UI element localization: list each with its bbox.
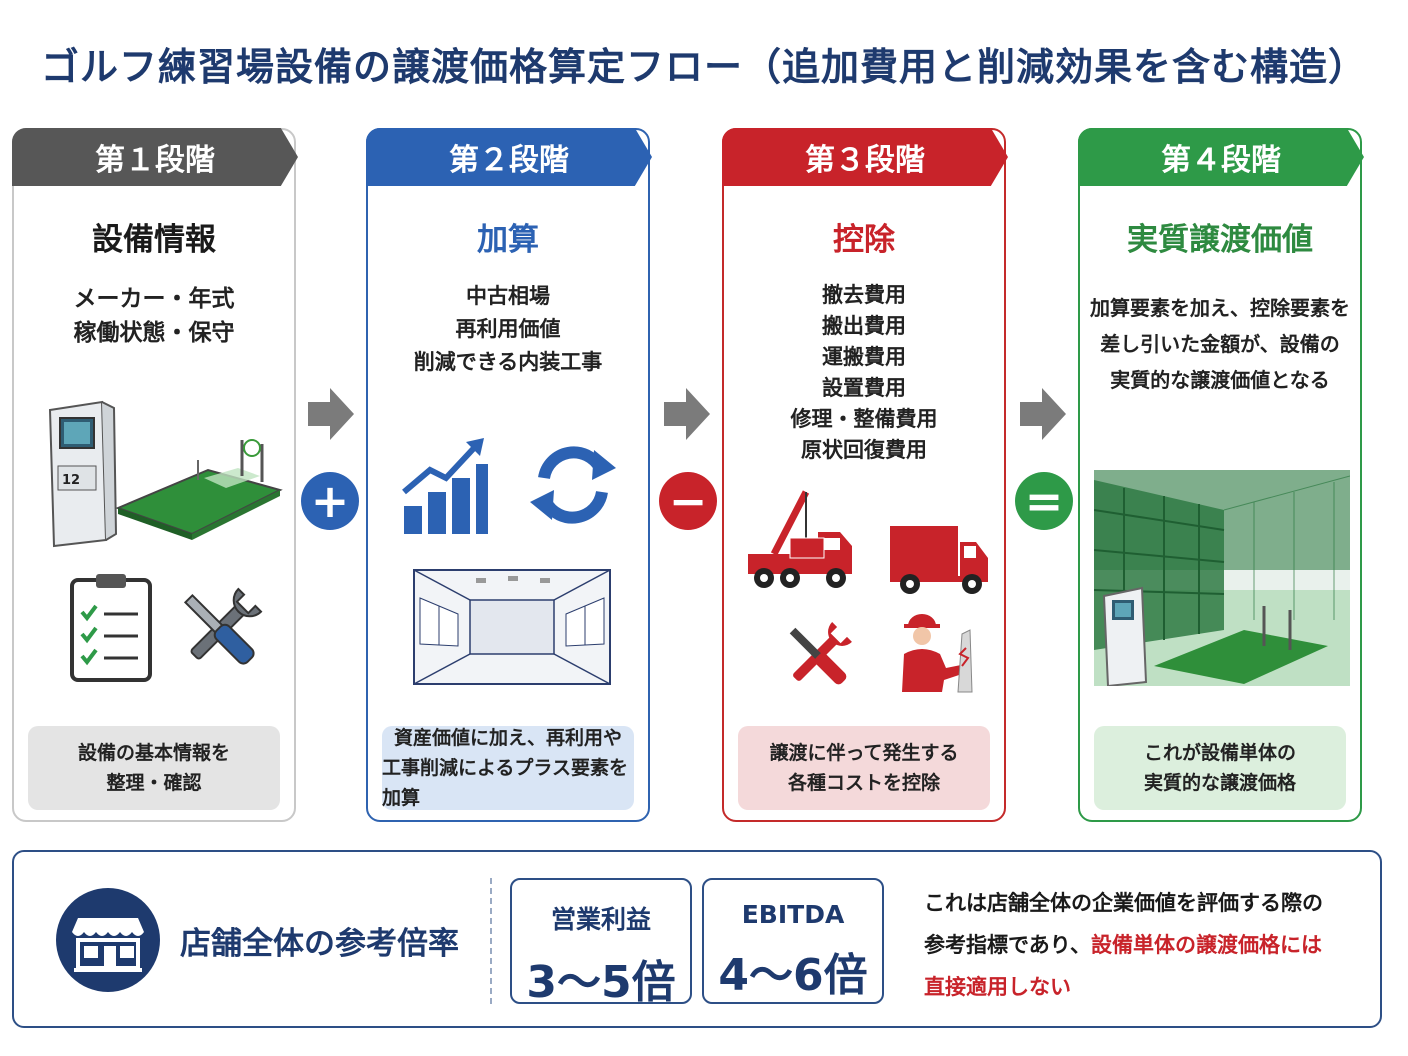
stage-3-note: 譲渡に伴って発生する 各種コストを控除 (738, 726, 990, 810)
arrow-right-icon (308, 388, 354, 440)
stage-2-line: 中古相場 (466, 284, 550, 308)
stage-4-note-line: これが設備単体の (1143, 742, 1296, 764)
stage-4-lines: 加算要素を加え、控除要素を 差し引いた金額が、設備の 実質的な譲渡価値となる (1080, 290, 1360, 398)
multiple-label: EBITDA (741, 900, 845, 929)
stage-3-line: 原状回復費用 (801, 438, 927, 462)
delivery-truck-icon (890, 526, 988, 594)
stage-4-note: これが設備単体の 実質的な譲渡価格 (1094, 726, 1346, 810)
description-emphasis: 直接適用しない (924, 975, 1071, 999)
stage-3-tab: 第３段階 (722, 128, 1008, 186)
reference-description: これは店舗全体の企業価値を評価する際の 参考指標であり、設備単体の譲渡価格には … (924, 882, 1364, 1008)
stage-3-lines: 撤去費用 搬出費用 運搬費用 設置費用 修理・整備費用 原状回復費用 (724, 280, 1004, 466)
stage-3-line: 修理・整備費用 (790, 407, 938, 431)
page-title: ゴルフ練習場設備の譲渡価格算定フロー（追加費用と削減効果を含む構造） (40, 45, 1367, 89)
stage-1-heading: 設備情報 (92, 222, 216, 258)
stage-2-heading: 加算 (477, 222, 539, 258)
plus-icon: + (301, 472, 359, 530)
repair-tools-icon (789, 622, 852, 685)
stage-1-line: メーカー・年式 (73, 286, 235, 312)
minus-icon: − (659, 472, 717, 530)
multiple-ebitda: EBITDA 4～6倍 (702, 878, 884, 1004)
golf-mat-icon (115, 439, 283, 540)
description-line: 参考指標であり、設備単体の譲渡価格には (924, 924, 1364, 966)
growth-chart-icon (402, 438, 488, 534)
description-line: これは店舗全体の企業価値を評価する際の (924, 891, 1323, 915)
stage-2-note: 資産価値に加え、再利用や 工事削減によるプラス要素を加算 (382, 726, 634, 810)
divider (490, 878, 492, 1004)
stage-4-line: 加算要素を加え、控除要素を (1090, 296, 1350, 320)
stage-2-note-line: 工事削減によるプラス要素を加算 (382, 757, 629, 809)
wrench-screwdriver-icon (183, 587, 263, 665)
description-emphasis: 設備単体の譲渡価格には (1090, 933, 1322, 957)
stage-1-note-line: 設備の基本情報を (77, 742, 230, 764)
checklist-icon (70, 574, 152, 682)
svg-text:12: 12 (62, 473, 80, 488)
stage-1-note-line: 整理・確認 (106, 772, 202, 794)
stage-2-lines: 中古相場 再利用価値 削減できる内装工事 (368, 280, 648, 379)
driving-range-icon (1094, 470, 1350, 686)
stage-1-card: 第１段階 設備情報 メーカー・年式 稼働状態・保守 12 (12, 128, 298, 822)
stage-4-card: 第４段階 実質譲渡価値 加算要素を加え、控除要素を 差し引いた金額が、設備の 実… (1078, 128, 1364, 822)
stage-3-heading: 控除 (833, 222, 895, 258)
multiple-operating-profit: 営業利益 3～5倍 (510, 878, 692, 1008)
crane-truck-icon (748, 490, 852, 588)
stage-4-line: 差し引いた金額が、設備の (1100, 332, 1340, 356)
description-text: 参考指標であり、 (924, 933, 1091, 957)
stage-2-note-line: 資産価値に加え、再利用や (393, 727, 622, 749)
stage-2-line: 削減できる内装工事 (413, 350, 603, 374)
multiple-value: 3～5倍 (526, 957, 676, 1008)
worker-icon (902, 614, 973, 693)
stage-3-line: 運搬費用 (822, 345, 906, 369)
stage-1-lines: メーカー・年式 稼働状態・保守 (14, 282, 294, 350)
stage-2-card: 第２段階 加算 中古相場 再利用価値 削減できる内装工事 資産 (366, 128, 652, 822)
stage-3-line: 撤去費用 (822, 283, 906, 307)
recycle-arrows-icon (530, 446, 616, 524)
arrow-right-icon (1020, 388, 1066, 440)
reference-label: 店舗全体の参考倍率 (180, 926, 459, 962)
equals-icon: = (1015, 472, 1073, 530)
stage-1-line: 稼働状態・保守 (73, 320, 235, 346)
stage-2-tab: 第２段階 (366, 128, 652, 186)
stage-4-tab: 第４段階 (1078, 128, 1364, 186)
stage-3-note-line: 各種コストを控除 (787, 772, 940, 794)
interior-room-icon (413, 569, 611, 685)
stage-3-line: 設置費用 (822, 376, 906, 400)
stage-4-note-line: 実質的な譲渡価格 (1143, 772, 1296, 794)
multiple-label: 営業利益 (550, 905, 651, 934)
arrow-right-icon (664, 388, 710, 440)
stage-1-tab: 第１段階 (12, 128, 298, 186)
reference-multiple-panel: 店舗全体の参考倍率 営業利益 3～5倍 EBITDA 4～6倍 これは店舗全体の… (12, 850, 1382, 1028)
stage-4-heading: 実質譲渡価値 (1127, 222, 1313, 258)
multiple-value: 4～6倍 (718, 950, 868, 1001)
stage-3-card: 第３段階 控除 撤去費用 搬出費用 運搬費用 設置費用 修理・整備費用 原状回復… (722, 128, 1008, 822)
ticket-machine-icon: 12 (48, 400, 118, 548)
stage-4-line: 実質的な譲渡価値となる (1110, 368, 1330, 392)
stage-1-note: 設備の基本情報を 整理・確認 (28, 726, 280, 810)
shop-icon (56, 888, 160, 992)
stage-2-line: 再利用価値 (455, 317, 561, 341)
stage-3-note-line: 譲渡に伴って発生する (769, 742, 959, 764)
stage-3-line: 搬出費用 (822, 314, 906, 338)
